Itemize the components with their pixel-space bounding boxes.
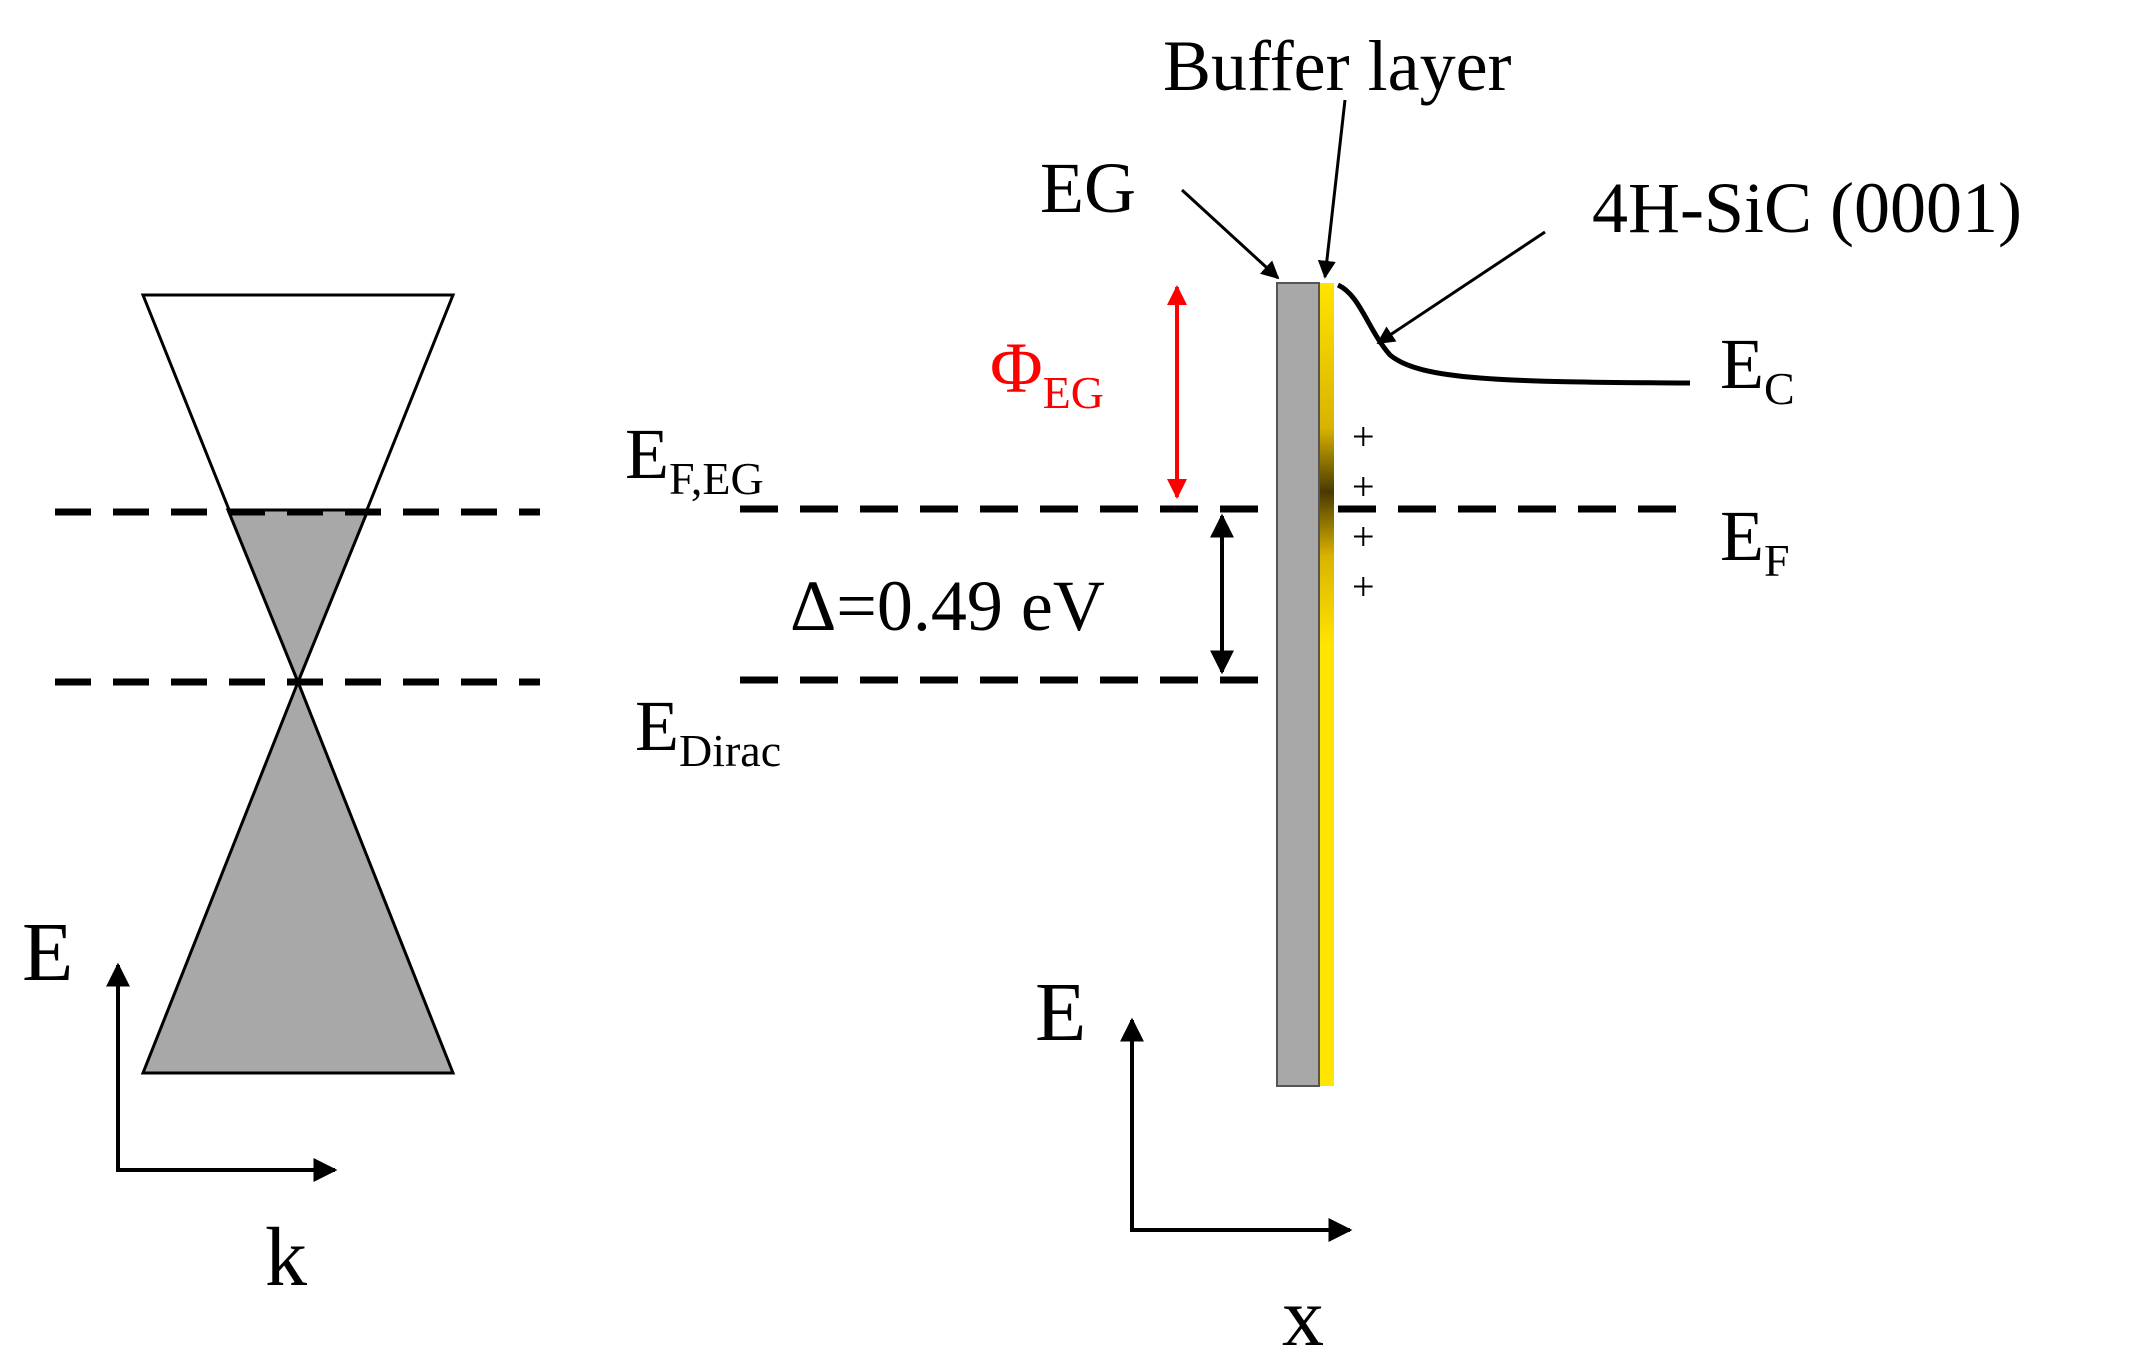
left-energy-axis-label: E	[22, 906, 73, 999]
conduction-band-label: EC	[1720, 324, 1795, 414]
substrate-label: 4H-SiC (0001)	[1592, 168, 2022, 248]
left-axes	[106, 962, 338, 1182]
graphene-label: EG	[1040, 148, 1136, 228]
buffer-layer	[1320, 283, 1334, 1086]
dirac-cone	[140, 293, 456, 1075]
eg-pointer-arrow	[1180, 188, 1280, 280]
positive-charge-mark: +	[1352, 414, 1375, 459]
fermi-eg-label: EF,EG	[625, 414, 764, 504]
upper-cone-filled	[225, 508, 371, 686]
buffer-pointer-arrow	[1317, 99, 1347, 279]
dirac-point-label: EDirac	[635, 686, 781, 776]
left-k-axis-label: k	[265, 1211, 307, 1304]
right-energy-axis-label: E	[1035, 966, 1086, 1059]
substrate-pointer-arrow	[1376, 230, 1546, 345]
conduction-band-curve	[1336, 282, 1691, 386]
graphene-layer	[1276, 282, 1320, 1087]
right-fermi-label: EF	[1720, 496, 1790, 586]
upper-cone-empty	[140, 293, 456, 687]
work-function-label: ΦEG	[990, 328, 1104, 418]
offset-label: Δ=0.49 eV	[790, 566, 1105, 646]
buffer-layer-label: Buffer layer	[1163, 26, 1512, 106]
right-x-axis-label: x	[1282, 1271, 1324, 1355]
positive-charge-mark: +	[1352, 514, 1375, 559]
right-axes	[1120, 1017, 1353, 1242]
positive-charges: + + + +	[1352, 414, 1375, 609]
positive-charge-mark: +	[1352, 564, 1375, 609]
lower-cone-filled	[140, 677, 456, 1075]
positive-charge-mark: +	[1352, 464, 1375, 509]
